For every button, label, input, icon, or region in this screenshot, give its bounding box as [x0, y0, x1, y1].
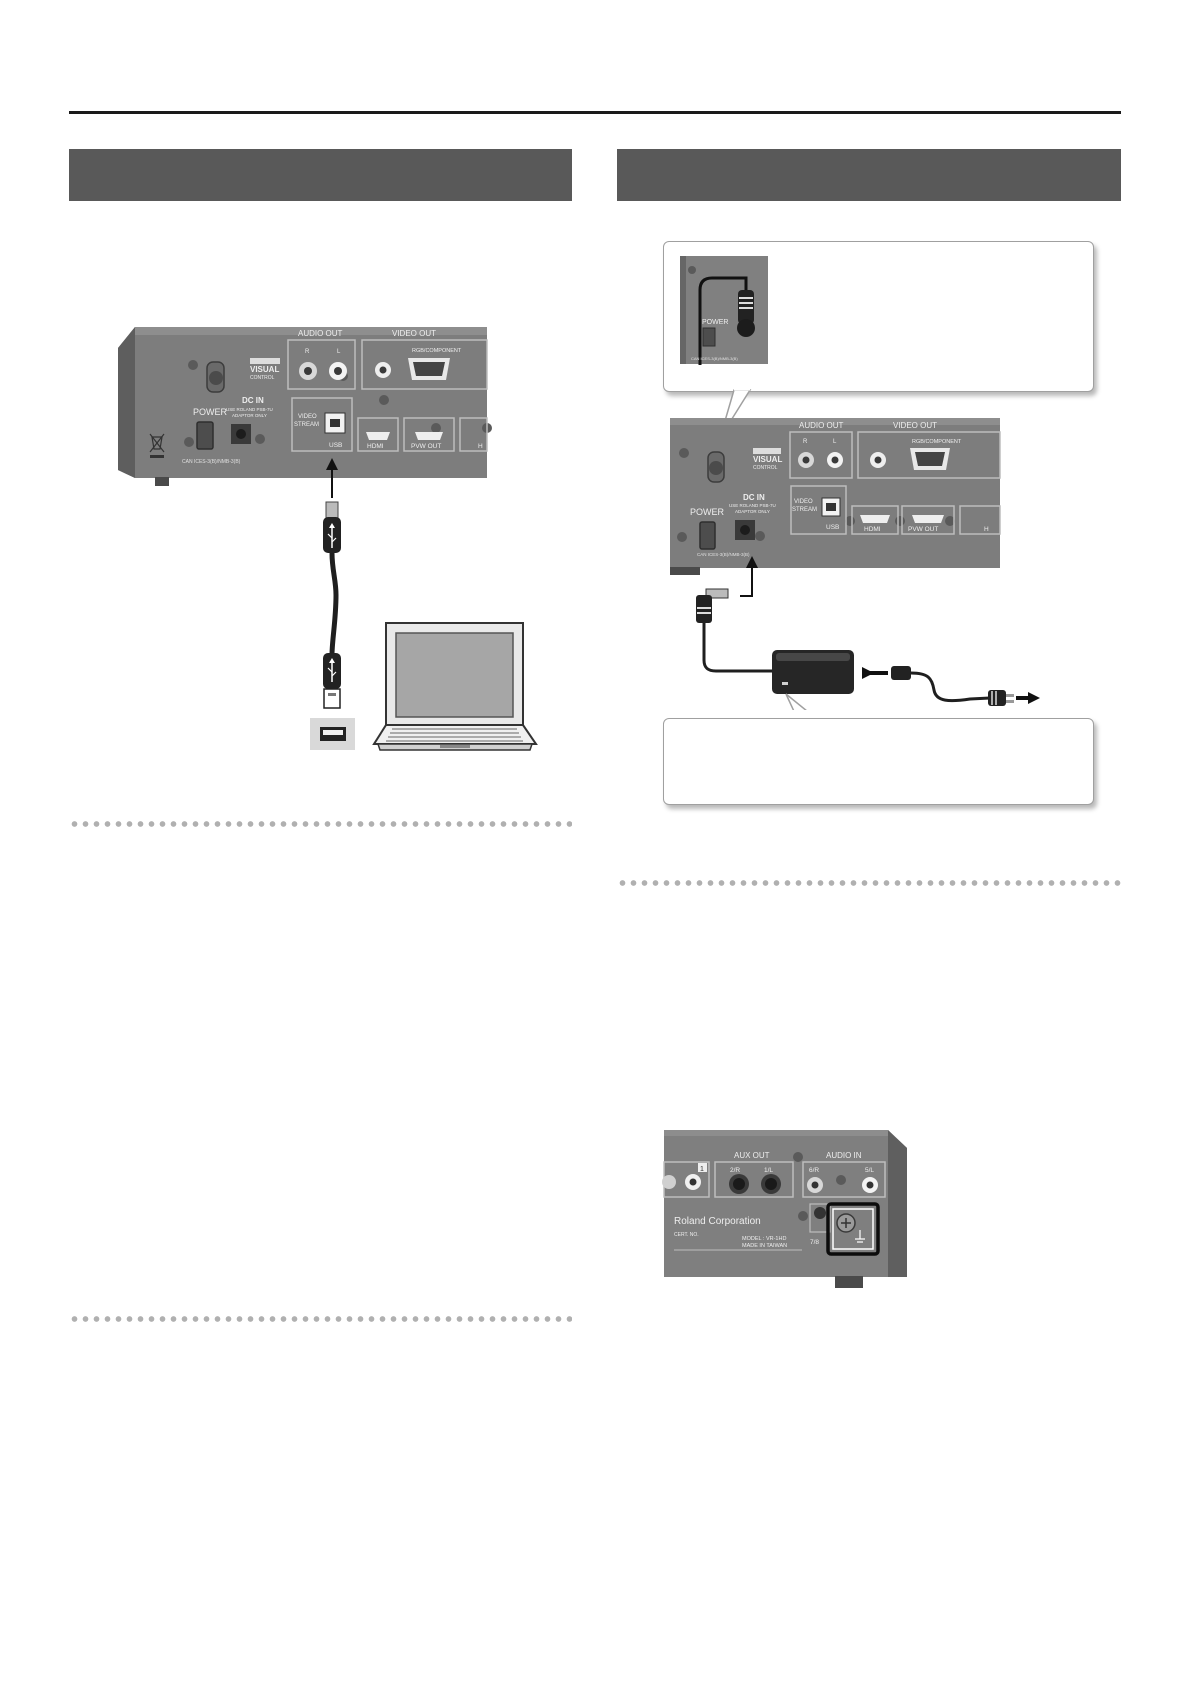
- dotted-divider-left-1: [69, 821, 572, 827]
- usb-label-right: USB: [826, 524, 839, 531]
- video-stream-right-2: STREAM: [792, 507, 817, 513]
- audio-out-label-right: AUDIO OUT: [799, 421, 844, 430]
- power-label-right: POWER: [690, 507, 725, 517]
- brand-visual-right: VISUAL: [753, 455, 782, 464]
- aux-2r-label: 2/R: [730, 1167, 740, 1174]
- connection-arrow-dc: [740, 556, 758, 597]
- usb-icon: [327, 658, 337, 682]
- audio-in-label: AUDIO IN: [826, 1151, 862, 1160]
- rgb-component-label: RGB/COMPONENT: [412, 348, 462, 354]
- usb-port-label: USB: [329, 442, 342, 449]
- channel-r-label: R: [305, 349, 310, 355]
- serial-note: CAN ICES-3(B)/NMB-3(B): [182, 459, 241, 465]
- channel-l-label: L: [337, 349, 341, 355]
- power-switch-right[interactable]: [699, 521, 716, 550]
- hdmi-partial-label: H: [478, 443, 483, 450]
- dc-in-label: DC IN: [242, 396, 264, 405]
- device-rear-panel-right: VISUAL CONTROL POWER DC IN USE ROLAND PS…: [670, 418, 1001, 575]
- aux-out-label: AUX OUT: [734, 1151, 770, 1160]
- adaptor-note-2-right: ADAPTOR ONLY: [735, 509, 770, 514]
- hdmi-label-right: HDMI: [864, 526, 881, 533]
- serial-note-right: CAN ICES-3(B)/NMB-3(B): [697, 552, 750, 557]
- hdmi-partial-right: H: [984, 526, 989, 533]
- power-label: POWER: [193, 407, 228, 417]
- adaptor-note-1: USE ROLAND PSB-7U: [226, 407, 273, 412]
- ground-terminal-icon[interactable]: [826, 1202, 880, 1256]
- rgb-component-right: RGB/COMPONENT: [912, 439, 962, 445]
- dotted-divider-right: [617, 880, 1121, 886]
- made-in-label: MADE IN TAIWAN: [742, 1243, 787, 1249]
- inset-serial-note: CAN ICES-3(B)/NMB-3(B): [691, 356, 738, 361]
- brand-control-right: CONTROL: [753, 465, 778, 471]
- power-connection-figure: POWER CAN ICES-3(B)/NMB-3(B) VISUAL CONT…: [670, 256, 1040, 710]
- company-label: Roland Corporation: [674, 1216, 761, 1227]
- usb-cable: [323, 501, 341, 709]
- computer-usb-port: [310, 718, 355, 750]
- in-78-label: 7/8: [810, 1239, 819, 1246]
- dotted-divider-left-2: [69, 1316, 572, 1322]
- recycle-bin-icon: [149, 433, 165, 458]
- header-rule: [69, 111, 1121, 114]
- device-rear-panel-ground: 1 AUX OUT 2/R 1/L AUDIO IN 6/R 5/L 7/8 R…: [662, 1130, 907, 1288]
- ground-terminal-figure: 1 AUX OUT 2/R 1/L AUDIO IN 6/R 5/L 7/8 R…: [662, 1130, 907, 1288]
- inset-power-label: POWER: [702, 319, 728, 326]
- section-bar-right: [617, 149, 1121, 201]
- badge-1: 1: [700, 1166, 704, 1173]
- device-rear-panel-left: VISUAL CONTROL POWER DC IN USE ROLAND PS…: [118, 327, 492, 486]
- brand-visual: VISUAL: [250, 365, 279, 374]
- in-5l-label: 5/L: [865, 1167, 874, 1174]
- channel-r-right: R: [803, 439, 808, 445]
- brand-control: CONTROL: [250, 375, 275, 381]
- dc-in-label-right: DC IN: [743, 493, 765, 502]
- usb-icon: [327, 523, 337, 548]
- hdmi-label: HDMI: [367, 443, 384, 450]
- connection-arrow-usb: [326, 458, 338, 498]
- adaptor-note-1-right: USE ROLAND PSB-7U: [729, 503, 776, 508]
- aux-1l-label: 1/L: [764, 1167, 773, 1174]
- laptop-icon: [372, 622, 538, 751]
- dc-cable: [696, 588, 774, 673]
- model-label: MODEL : VR-1HD: [742, 1236, 786, 1242]
- usb-connection-figure: VISUAL CONTROL POWER DC IN USE ROLAND PS…: [118, 327, 538, 751]
- cert-no-label: CERT. NO.: [674, 1232, 699, 1238]
- ac-adaptor-icon: [772, 650, 854, 694]
- dc-cord-hook-inset: POWER CAN ICES-3(B)/NMB-3(B): [680, 256, 768, 365]
- power-switch[interactable]: [196, 421, 214, 450]
- power-plug-icon: [891, 666, 1014, 706]
- callout-bottom: [663, 718, 1094, 805]
- in-6r-label: 6/R: [809, 1167, 819, 1174]
- pvw-out-label: PVW OUT: [411, 443, 441, 450]
- connection-arrow-ac: [862, 667, 888, 679]
- adaptor-note-2: ADAPTOR ONLY: [232, 413, 267, 418]
- pvw-out-label-right: PVW OUT: [908, 526, 938, 533]
- video-out-label: VIDEO OUT: [392, 329, 436, 338]
- section-bar-left: [69, 149, 572, 201]
- audio-out-label: AUDIO OUT: [298, 329, 343, 338]
- video-out-label-right: VIDEO OUT: [893, 421, 937, 430]
- video-stream-right-1: VIDEO: [794, 499, 813, 505]
- channel-l-right: L: [833, 439, 837, 445]
- video-stream-label-1: VIDEO: [298, 414, 317, 420]
- outlet-arrow: [1016, 692, 1040, 704]
- video-stream-label-2: STREAM: [294, 422, 319, 428]
